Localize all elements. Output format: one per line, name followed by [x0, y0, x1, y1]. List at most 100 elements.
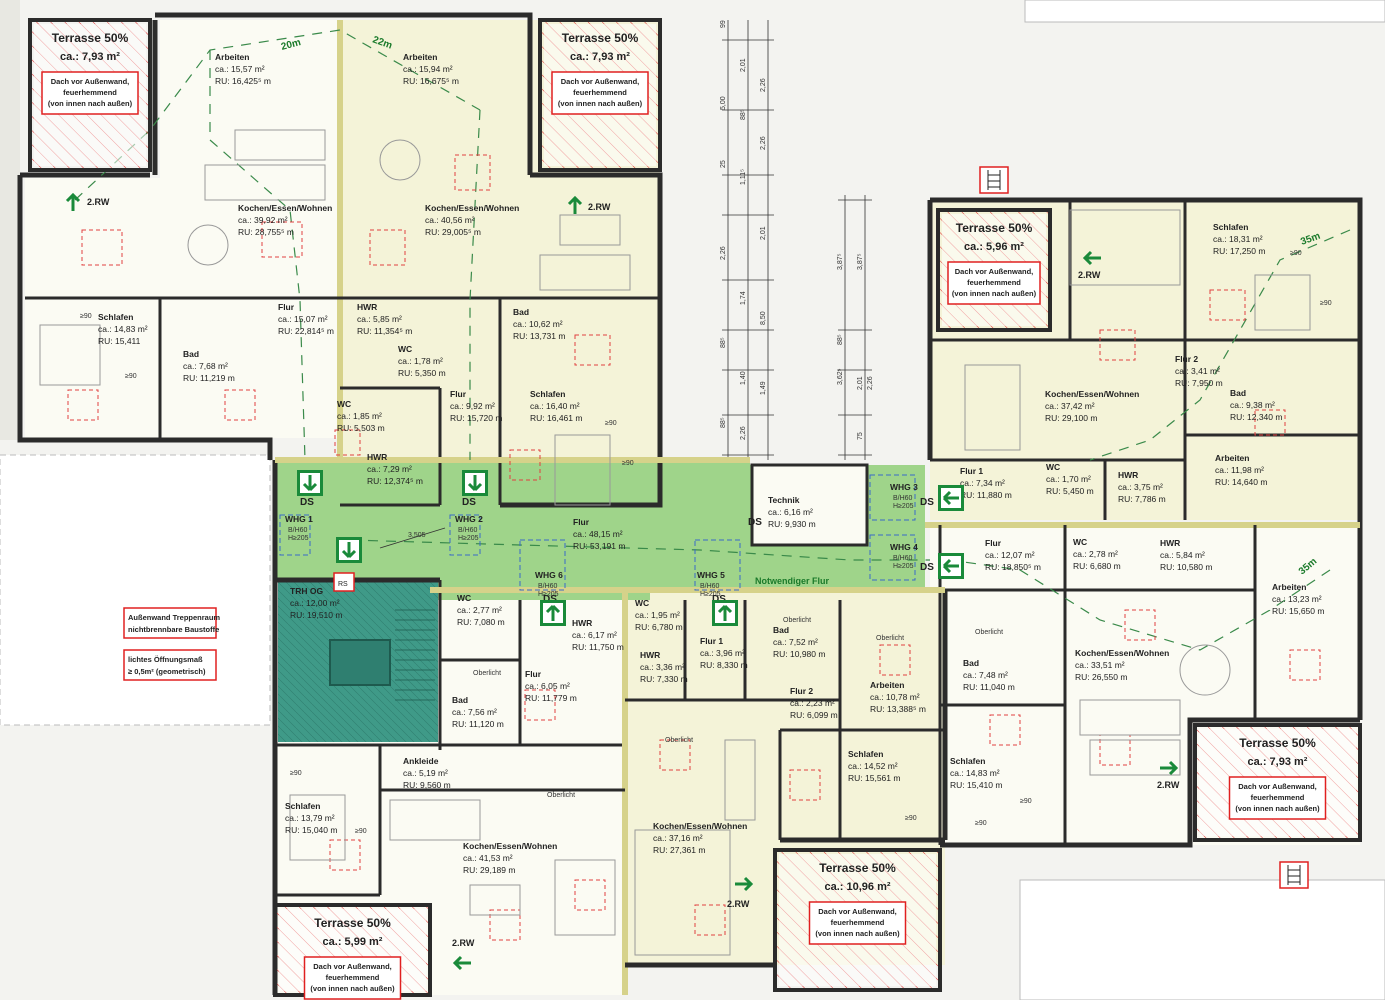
room-name: Schlafen — [1213, 222, 1248, 232]
room-area-line: RU: 11,779 m — [525, 693, 577, 703]
terrace-note-line: Dach vor Außenwand, — [51, 77, 129, 86]
unit-name: WHG 3 — [890, 482, 918, 492]
room-name: HWR — [1118, 470, 1138, 480]
arrow-icon: 2.RW — [567, 195, 611, 214]
room-area-line: ca.: 13,23 m² — [1272, 594, 1322, 604]
room-name: WC — [1073, 537, 1087, 547]
room-area-line: RU: 29,100 m — [1045, 413, 1097, 423]
technik-room — [750, 463, 869, 547]
room-area-line: RU: 22,814⁵ m — [278, 326, 334, 336]
dimension-label: 1,11⁵ — [740, 169, 747, 185]
room-name: Kochen/Essen/Wohnen — [463, 841, 557, 851]
room-area-line: RU: 11,354⁵ m — [357, 326, 412, 336]
terrace-note-line: feuerhemmend — [63, 88, 117, 97]
room-name: Bad — [773, 625, 789, 635]
room-area-line: RU: 13,731 m — [513, 331, 565, 341]
room-area-line: ca.: 18,31 m² — [1213, 234, 1263, 244]
room-area-line: RU: 16,675⁵ m — [403, 76, 459, 86]
dimension-label: 99 — [720, 20, 727, 28]
ds-sign: DS — [920, 497, 934, 508]
room-area-line: RU: 19,510 m — [290, 610, 342, 620]
room-area-line: RU: 26,550 m — [1075, 672, 1127, 682]
unit-spec: B/H60 — [538, 583, 558, 590]
oberlicht-label: Oberlicht — [975, 629, 1003, 636]
dimension-label: 3,87⁵ — [857, 253, 864, 270]
min-90-label: ≥90 — [80, 313, 92, 320]
room-name: Arbeiten — [215, 52, 249, 62]
ds-sign: DS — [748, 517, 762, 528]
room-name: Schlafen — [848, 749, 883, 759]
dimension-label: 1,74 — [740, 291, 747, 305]
terrace-note-line: (von innen nach außen) — [815, 929, 900, 938]
dimension-label: 3,62⁵ — [837, 368, 844, 385]
room-area-line: ca.: 7,68 m² — [183, 361, 228, 371]
room-area-line: RU: 11,040 m — [963, 682, 1015, 692]
room-name: WC — [457, 593, 471, 603]
room-area-line: RU: 15,561 m — [848, 773, 900, 783]
terrace-area: ca.: 7,93 m² — [60, 51, 120, 63]
room-name: WC — [1046, 462, 1060, 472]
terrace-note-line: feuerhemmend — [967, 278, 1021, 287]
room-area-line: ca.: 6,17 m² — [572, 630, 617, 640]
down-arrow-sign-icon — [336, 537, 362, 563]
room-area-line: RU: 6,780 m — [635, 622, 683, 632]
room-name: Kochen/Essen/Wohnen — [425, 203, 519, 213]
min-90-label: ≥90 — [290, 770, 302, 777]
corridor-note: Notwendiger Flur — [755, 576, 829, 586]
dimension-chain-left — [722, 20, 774, 460]
unit-name: WHG 6 — [535, 570, 563, 580]
terrace-note-line: feuerhemmend — [831, 918, 885, 927]
distance-20m: 20m — [280, 37, 302, 53]
room-name: Flur 2 — [1175, 354, 1198, 364]
svg-text:lichtes Öffnungsmaß: lichtes Öffnungsmaß — [128, 655, 203, 664]
room-area-line: ca.: 12,00 m² — [290, 598, 340, 608]
oberlicht-label: Oberlicht — [783, 617, 811, 624]
terrace-note-line: (von innen nach außen) — [310, 984, 395, 993]
room-area-line: RU: 5,450 m — [1046, 486, 1094, 496]
room-area-line: RU: 11,750 m — [572, 642, 624, 652]
terrace-title: Terrasse 50% — [956, 221, 1033, 235]
room-area-line: ca.: 7,56 m² — [452, 707, 497, 717]
room-area-line: RU: 9,560 m — [403, 780, 451, 790]
room-area-line: ca.: 3,36 m² — [640, 662, 685, 672]
room-area-line: ca.: 5,84 m² — [1160, 550, 1205, 560]
min-90-label: ≥90 — [622, 460, 634, 467]
room-area-line: ca.: 33,51 m² — [1075, 660, 1125, 670]
room-area-line: RU: 6,680 m — [1073, 561, 1121, 571]
ds-sign: DS — [543, 594, 557, 605]
room-area-line: ca.: 5,19 m² — [403, 768, 448, 778]
room-name: Schlafen — [530, 389, 565, 399]
ds-label: DS — [462, 497, 476, 508]
room-area-line: RU: 9,930 m — [768, 519, 816, 529]
neighbor-building-top — [1024, 0, 1385, 23]
unit-name: WHG 1 — [285, 514, 313, 524]
stair-note-1: Außenwand Treppenraum nichtbrennbare Bau… — [123, 607, 220, 639]
dimension-label: 1,40 — [740, 371, 747, 385]
room-area-line: RU: 12,374⁵ m — [367, 476, 423, 486]
room-name: Arbeiten — [1272, 582, 1306, 592]
dimension-label: 88⁵ — [720, 337, 727, 348]
room-area-line: ca.: 15,94 m² — [403, 64, 453, 74]
terrace-note-line: Dach vor Außenwand, — [313, 962, 391, 971]
room-area-line: RU: 16,461 m — [530, 413, 582, 423]
room-area-line: RU: 11,120 m — [452, 719, 504, 729]
room-name: Flur — [525, 669, 542, 679]
unit-spec: B/H60 — [893, 495, 913, 502]
